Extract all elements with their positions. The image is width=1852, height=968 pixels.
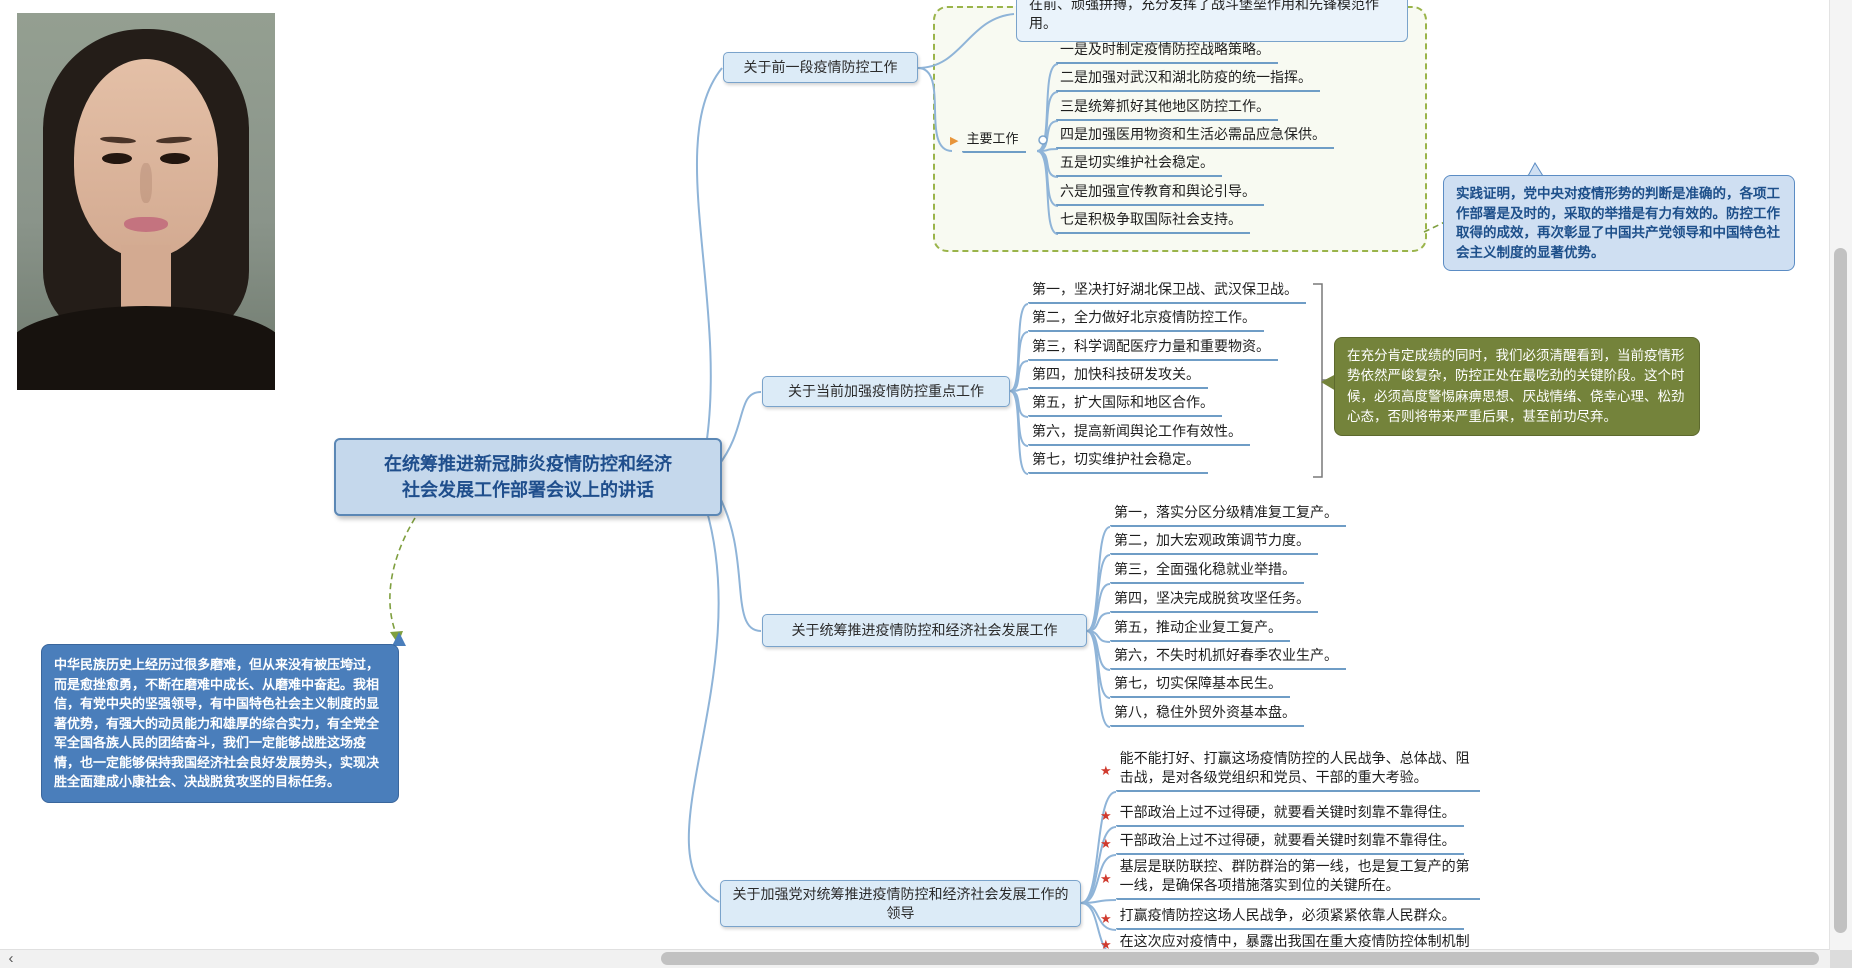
- list-item[interactable]: 第一，落实分区分级精准复工复产。: [1110, 503, 1346, 527]
- list-item[interactable]: 第二，全力做好北京疫情防控工作。: [1028, 308, 1264, 332]
- list-item[interactable]: 第二，加大宏观政策调节力度。: [1110, 531, 1318, 555]
- horizontal-scrollbar[interactable]: ‹: [0, 949, 1830, 968]
- central-topic[interactable]: 在统筹推进新冠肺炎疫情防控和经济 社会发展工作部署会议上的讲话: [334, 438, 722, 516]
- eye-shape: [160, 153, 190, 164]
- star-icon: ★: [1100, 910, 1112, 926]
- list-item[interactable]: 一是及时制定疫情防控战略策略。: [1056, 40, 1278, 64]
- eye-shape: [102, 153, 132, 164]
- neck-shape: [121, 245, 171, 311]
- star-icon: ★: [1100, 763, 1112, 778]
- scroll-left-arrow-icon[interactable]: ‹: [8, 950, 14, 967]
- branch-topic-previous-work[interactable]: 关于前一段疫情防控工作: [723, 52, 918, 83]
- list-item[interactable]: 第四，坚决完成脱贫攻坚任务。: [1110, 589, 1318, 613]
- star-icon: ★: [1100, 835, 1112, 851]
- list-item[interactable]: ★ 基层是联防联控、群防群治的第一线，也是复工复产的第一线，是确保各项措施落实到…: [1100, 857, 1480, 900]
- list-item[interactable]: ★ 干部政治上过不过得硬，就要看关键时刻靠不靠得住。: [1100, 831, 1464, 855]
- list-item[interactable]: 第八，稳住外贸外资基本盘。: [1110, 703, 1304, 727]
- list-item[interactable]: 第五，扩大国际和地区合作。: [1028, 393, 1222, 417]
- topic-main-work[interactable]: ▶ 主要工作: [950, 129, 1027, 153]
- shoulders-shape: [17, 306, 275, 390]
- lips-shape: [124, 217, 168, 232]
- list-item[interactable]: ★ 干部政治上过不过得硬，就要看关键时刻靠不靠得住。: [1100, 803, 1464, 827]
- branch-topic-party-leadership[interactable]: 关于加强党对统筹推进疫情防控和经济社会发展工作的领导: [720, 880, 1081, 927]
- scrollbar-corner: [1830, 950, 1852, 968]
- star-icon: ★: [1100, 871, 1112, 886]
- list-item[interactable]: 五是切实维护社会稳定。: [1056, 153, 1222, 177]
- list-item[interactable]: 第六，提高新闻舆论工作有效性。: [1028, 422, 1250, 446]
- list-item[interactable]: 七是积极争取国际社会支持。: [1056, 210, 1250, 234]
- webcam-video: [17, 13, 275, 390]
- vertical-scrollbar[interactable]: [1829, 0, 1852, 950]
- list-item[interactable]: 四是加强医用物资和生活必需品应急保供。: [1056, 125, 1334, 149]
- list-item[interactable]: ★ 打赢疫情防控这场人民战争，必须紧紧依靠人民群众。: [1100, 906, 1464, 930]
- callout-stay-alert[interactable]: 在充分肯定成绩的同时，我们必须清醒看到，当前疫情形势依然严峻复杂，防控正处在最吃…: [1334, 337, 1700, 436]
- list-item[interactable]: 三是统筹抓好其他地区防控工作。: [1056, 97, 1278, 121]
- list-item[interactable]: 第七，切实维护社会稳定。: [1028, 450, 1208, 474]
- list-item[interactable]: 第三，全面强化稳就业举措。: [1110, 560, 1304, 584]
- callout-practice-proved[interactable]: 实践证明，党中央对疫情形势的判断是准确的，各项工作部署是及时的，采取的举措是有力…: [1443, 175, 1795, 272]
- star-icon: ★: [1100, 807, 1112, 823]
- flag-marker-icon: ▶: [950, 134, 959, 147]
- list-item[interactable]: 二是加强对武汉和湖北防疫的统一指挥。: [1056, 68, 1320, 92]
- topic-clipped-note[interactable]: 在前、顽强拼搏，充分发挥了战斗堡垒作用和先锋模范作用。: [1016, 0, 1408, 42]
- branch-topic-coordinated-development[interactable]: 关于统筹推进疫情防控和经济社会发展工作: [762, 614, 1087, 647]
- branch-topic-current-key-work[interactable]: 关于当前加强疫情防控重点工作: [762, 376, 1010, 407]
- list-item[interactable]: 第一，坚决打好湖北保卫战、武汉保卫战。: [1028, 280, 1306, 304]
- callout-chinese-nation[interactable]: 中华民族历史上经历过很多磨难，但从来没有被压垮过，而是愈挫愈勇，不断在磨难中成长…: [41, 644, 399, 803]
- face-shape: [74, 59, 218, 257]
- list-item[interactable]: 第四，加快科技研发攻关。: [1028, 365, 1208, 389]
- star-icon: ★: [1100, 936, 1112, 952]
- list-item[interactable]: 第七，切实保障基本民生。: [1110, 674, 1290, 698]
- list-item[interactable]: 第三，科学调配医疗力量和重要物资。: [1028, 337, 1278, 361]
- vertical-scroll-thumb[interactable]: [1834, 248, 1847, 933]
- boundary-previous-work[interactable]: [933, 6, 1427, 252]
- list-item[interactable]: ★ 能不能打好、打赢这场疫情防控的人民战争、总体战、阻击战，是对各级党组织和党员…: [1100, 749, 1480, 792]
- horizontal-scroll-thumb[interactable]: [661, 952, 1819, 965]
- list-item[interactable]: 第六，不失时机抓好春季农业生产。: [1110, 646, 1346, 670]
- list-item[interactable]: 第五，推动企业复工复产。: [1110, 618, 1290, 642]
- list-item[interactable]: 六是加强宣传教育和舆论引导。: [1056, 182, 1264, 206]
